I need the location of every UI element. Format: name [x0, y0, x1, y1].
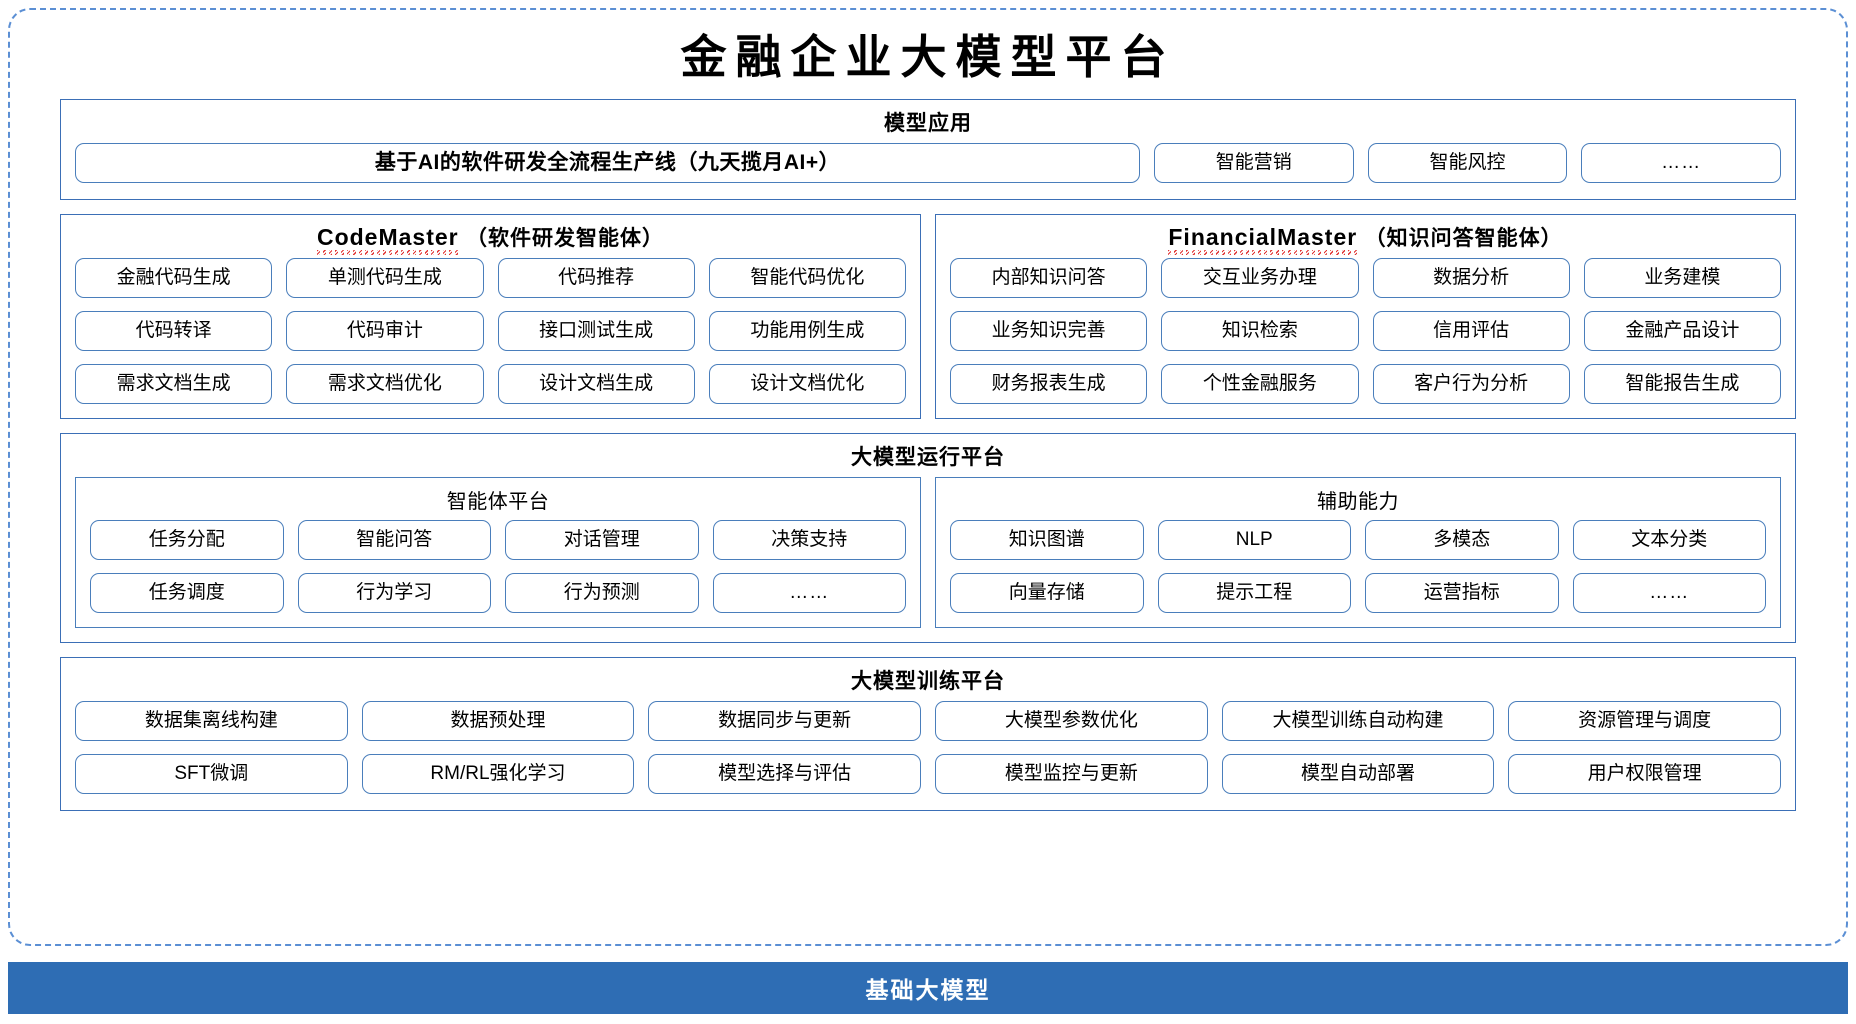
agent-heading-financialmaster: FinancialMaster （知识问答智能体） [950, 215, 1781, 258]
agent-item[interactable]: 数据分析 [1372, 257, 1570, 298]
training-item[interactable]: 数据预处理 [361, 700, 635, 741]
agent-item[interactable]: 业务知识完善 [950, 310, 1148, 351]
runtime-item[interactable]: 知识图谱 [950, 519, 1144, 560]
runtime-group-heading-1: 辅助能力 [1317, 490, 1399, 513]
application-hero-item[interactable]: 基于AI的软件研发全流程生产线（九天揽月AI+） [75, 142, 1140, 183]
agent-item[interactable]: 功能用例生成 [708, 310, 906, 351]
agent-item[interactable]: 代码转译 [75, 310, 273, 351]
applications-row: 基于AI的软件研发全流程生产线（九天揽月AI+） 智能营销 智能风控 …… [75, 142, 1781, 183]
training-item[interactable]: RM/RL强化学习 [361, 753, 635, 794]
runtime-item[interactable]: …… [1572, 572, 1766, 613]
training-item[interactable]: SFT微调 [75, 753, 348, 794]
training-item[interactable]: 大模型参数优化 [934, 700, 1208, 741]
agent-item[interactable]: 业务建模 [1583, 257, 1781, 298]
application-item-1[interactable]: 智能风控 [1367, 142, 1568, 183]
runtime-platform-panel: 大模型运行平台 智能体平台 任务分配 智能问答 对话管理 决策支持 任务调度 行… [60, 432, 1796, 643]
agent-name-latin-financialmaster: FinancialMaster [1168, 223, 1358, 250]
training-item[interactable]: 资源管理与调度 [1508, 700, 1781, 741]
applications-heading: 模型应用 [884, 111, 972, 135]
training-item[interactable]: 模型监控与更新 [934, 753, 1208, 794]
agent-item[interactable]: 金融代码生成 [75, 257, 273, 298]
agent-item[interactable]: 需求文档生成 [75, 363, 273, 404]
runtime-platform-heading: 大模型运行平台 [851, 445, 1005, 469]
training-platform-heading: 大模型训练平台 [851, 669, 1005, 693]
agent-heading-codemaster: CodeMaster （软件研发智能体） [75, 215, 906, 258]
agent-item[interactable]: 智能代码优化 [708, 257, 906, 298]
training-platform-panel: 大模型训练平台 数据集离线构建 数据预处理 数据同步与更新 大模型参数优化 大模… [60, 656, 1796, 811]
training-item[interactable]: 数据集离线构建 [75, 700, 348, 741]
runtime-item[interactable]: 智能问答 [297, 519, 491, 560]
agent-item[interactable]: 个性金融服务 [1161, 363, 1359, 404]
agent-item[interactable]: 代码审计 [286, 310, 484, 351]
page-title: 金融企业大模型平台 [680, 32, 1176, 83]
runtime-item[interactable]: 文本分类 [1572, 519, 1766, 560]
training-row-1: SFT微调 RM/RL强化学习 模型选择与评估 模型监控与更新 模型自动部署 用… [75, 753, 1781, 794]
diagram-content: 金融企业大模型平台 模型应用 基于AI的软件研发全流程生产线（九天揽月AI+） … [8, 8, 1848, 946]
runtime-group-heading-0: 智能体平台 [446, 490, 550, 513]
agent-item[interactable]: 设计文档生成 [497, 363, 695, 404]
runtime-item[interactable]: 决策支持 [712, 519, 906, 560]
agent-panel-codemaster: CodeMaster （软件研发智能体） 金融代码生成 单测代码生成 代码推荐 … [60, 213, 921, 419]
runtime-group-agent-platform: 智能体平台 任务分配 智能问答 对话管理 决策支持 任务调度 行为学习 行为预测… [75, 476, 921, 628]
agent-item[interactable]: 金融产品设计 [1583, 310, 1781, 351]
outer-dashed-frame [8, 8, 1848, 946]
runtime-item[interactable]: 任务调度 [90, 572, 284, 613]
agent-item[interactable]: 内部知识问答 [950, 257, 1148, 298]
application-item-2[interactable]: …… [1581, 142, 1781, 183]
runtime-group-0-row-1: 任务调度 行为学习 行为预测 …… [90, 572, 906, 613]
runtime-item[interactable]: 运营指标 [1365, 572, 1559, 613]
agent-item[interactable]: 财务报表生成 [950, 363, 1148, 404]
agent-row-financialmaster-0: 内部知识问答 交互业务办理 数据分析 业务建模 [950, 257, 1781, 298]
training-row-0: 数据集离线构建 数据预处理 数据同步与更新 大模型参数优化 大模型训练自动构建 … [75, 700, 1781, 741]
agent-item[interactable]: 客户行为分析 [1372, 363, 1570, 404]
base-model-bar: 基础大模型 [8, 962, 1848, 1014]
runtime-item[interactable]: …… [712, 572, 906, 613]
agent-item[interactable]: 单测代码生成 [286, 257, 484, 298]
agent-name-cn-codemaster: （软件研发智能体） [466, 226, 665, 250]
agent-item[interactable]: 信用评估 [1372, 310, 1570, 351]
runtime-item[interactable]: 行为学习 [297, 572, 491, 613]
agent-item[interactable]: 设计文档优化 [708, 363, 906, 404]
agent-item[interactable]: 代码推荐 [497, 257, 695, 298]
agent-item[interactable]: 接口测试生成 [497, 310, 695, 351]
agent-item[interactable]: 智能报告生成 [1583, 363, 1781, 404]
runtime-item[interactable]: 行为预测 [505, 572, 699, 613]
runtime-group-0-row-0: 任务分配 智能问答 对话管理 决策支持 [90, 519, 906, 560]
training-item[interactable]: 模型自动部署 [1221, 753, 1495, 794]
runtime-item[interactable]: 多模态 [1365, 519, 1559, 560]
training-item[interactable]: 大模型训练自动构建 [1221, 700, 1495, 741]
agent-item[interactable]: 需求文档优化 [286, 363, 484, 404]
applications-panel: 模型应用 基于AI的软件研发全流程生产线（九天揽月AI+） 智能营销 智能风控 … [60, 98, 1796, 200]
training-item[interactable]: 用户权限管理 [1508, 753, 1781, 794]
training-item[interactable]: 模型选择与评估 [648, 753, 921, 794]
agent-item[interactable]: 交互业务办理 [1161, 257, 1359, 298]
runtime-item[interactable]: 提示工程 [1157, 572, 1351, 613]
runtime-item[interactable]: 对话管理 [505, 519, 699, 560]
runtime-group-1-row-1: 向量存储 提示工程 运营指标 …… [950, 572, 1766, 613]
runtime-item[interactable]: NLP [1157, 519, 1351, 560]
agent-row-codemaster-2: 需求文档生成 需求文档优化 设计文档生成 设计文档优化 [75, 363, 906, 404]
runtime-group-1-row-0: 知识图谱 NLP 多模态 文本分类 [950, 519, 1766, 560]
agents-row: CodeMaster （软件研发智能体） 金融代码生成 单测代码生成 代码推荐 … [60, 213, 1796, 419]
runtime-item[interactable]: 任务分配 [90, 519, 284, 560]
runtime-group-auxiliary: 辅助能力 知识图谱 NLP 多模态 文本分类 向量存储 提示工程 运营指标 …… [935, 476, 1781, 628]
agent-name-cn-financialmaster: （知识问答智能体） [1364, 226, 1563, 250]
application-item-0[interactable]: 智能营销 [1153, 142, 1354, 183]
agent-row-financialmaster-2: 财务报表生成 个性金融服务 客户行为分析 智能报告生成 [950, 363, 1781, 404]
agent-row-financialmaster-1: 业务知识完善 知识检索 信用评估 金融产品设计 [950, 310, 1781, 351]
runtime-groups: 智能体平台 任务分配 智能问答 对话管理 决策支持 任务调度 行为学习 行为预测… [75, 476, 1781, 628]
agent-panel-financialmaster: FinancialMaster （知识问答智能体） 内部知识问答 交互业务办理 … [935, 213, 1796, 419]
runtime-item[interactable]: 向量存储 [950, 572, 1144, 613]
training-item[interactable]: 数据同步与更新 [648, 700, 921, 741]
agent-name-latin-codemaster: CodeMaster [316, 223, 459, 250]
agent-row-codemaster-1: 代码转译 代码审计 接口测试生成 功能用例生成 [75, 310, 906, 351]
agent-item[interactable]: 知识检索 [1161, 310, 1359, 351]
agent-row-codemaster-0: 金融代码生成 单测代码生成 代码推荐 智能代码优化 [75, 257, 906, 298]
